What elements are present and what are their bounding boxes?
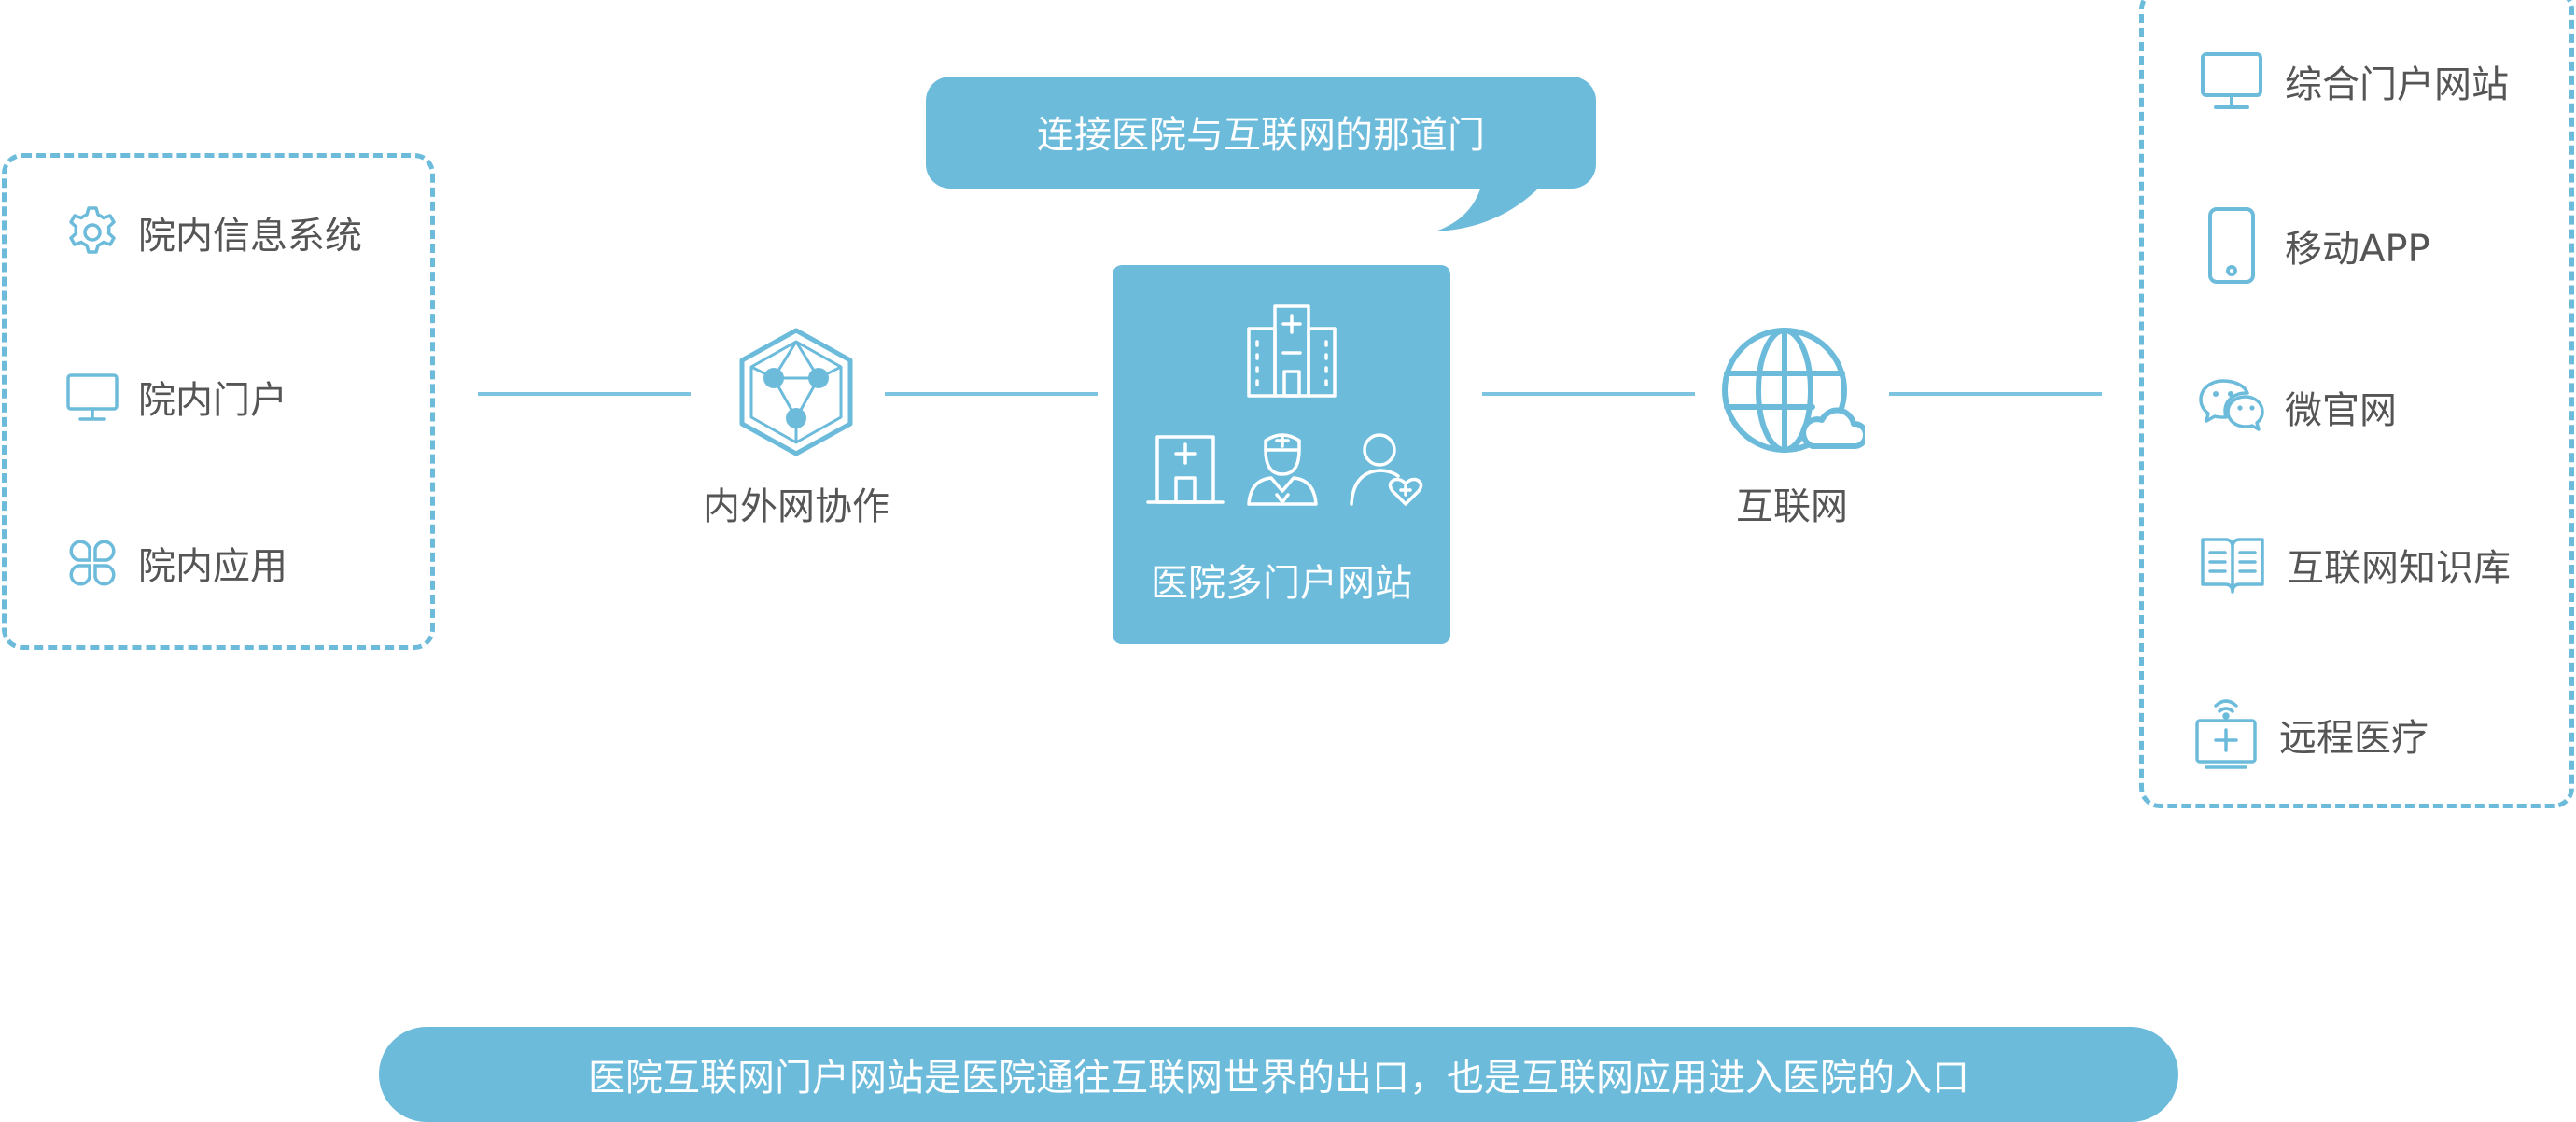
network-hexagon-icon (735, 327, 857, 457)
right-item-label: 互联网知识库 (2287, 547, 2511, 590)
gear-icon (63, 203, 121, 261)
internet-node-label: 互联网 (1736, 485, 1848, 528)
connector-line (478, 392, 691, 396)
monitor-icon (63, 368, 121, 426)
clinic-icon (1146, 431, 1225, 510)
network-node-label: 内外网协作 (703, 485, 889, 528)
globe-cloud-icon (1719, 325, 1869, 459)
right-item-telemedicine: 远程医疗 (2193, 696, 2429, 773)
left-item-portal: 院内门户 (63, 368, 287, 426)
right-item-label: 移动APP (2285, 228, 2430, 271)
right-item-knowledge-base: 互联网知识库 (2199, 534, 2511, 596)
doctor-icon (1245, 428, 1320, 512)
left-item-label: 院内信息系统 (138, 215, 362, 258)
connector-line (1482, 392, 1695, 396)
speech-bubble-text: 连接医院与互联网的那道门 (1037, 114, 1485, 157)
monitor-icon (2199, 49, 2264, 114)
right-item-label: 微官网 (2285, 389, 2397, 432)
right-item-wechat: 微官网 (2199, 377, 2397, 437)
left-item-info-system: 院内信息系统 (63, 203, 362, 261)
right-item-label: 远程医疗 (2279, 717, 2429, 760)
hospital-building-icon (1243, 301, 1340, 403)
hospital-portal-title: 医院多门户网站 (1151, 562, 1412, 605)
footer-text: 医院互联网门户网站是医院通往互联网世界的出口，也是互联网应用进入医院的入口 (588, 1057, 1969, 1100)
left-item-apps: 院内应用 (63, 534, 287, 592)
internal-systems-panel (2, 153, 435, 650)
open-book-icon (2199, 534, 2266, 596)
speech-bubble (924, 75, 1598, 235)
connector-line (885, 392, 1098, 396)
mobile-phone-icon (2199, 207, 2264, 284)
patient-heart-icon (1348, 429, 1426, 512)
telemedicine-icon (2193, 696, 2259, 773)
hospital-portal-box: 医院多门户网站 (1113, 265, 1450, 644)
internet-apps-panel (2139, 0, 2574, 808)
right-item-mobile-app: 移动APP (2199, 207, 2430, 284)
right-item-label: 综合门户网站 (2285, 63, 2509, 106)
footer-banner: 医院互联网门户网站是医院通往互联网世界的出口，也是互联网应用进入医院的入口 (379, 1027, 2178, 1122)
right-item-portal: 综合门户网站 (2199, 49, 2509, 114)
connector-line (1889, 392, 2102, 396)
left-item-label: 院内应用 (138, 545, 287, 588)
left-item-label: 院内门户 (138, 379, 287, 422)
wechat-icon (2199, 377, 2264, 437)
app-grid-icon (63, 534, 121, 592)
